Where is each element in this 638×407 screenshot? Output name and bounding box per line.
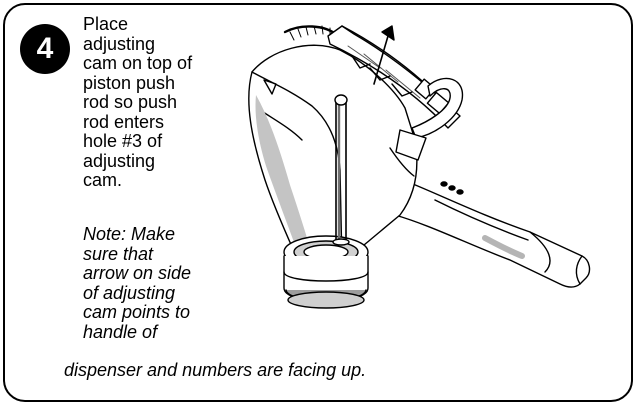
instruction-line: rod enters: [83, 111, 165, 132]
dispenser-body: [248, 25, 418, 266]
dispenser-base: [283, 235, 369, 309]
step-number-badge: 4: [20, 24, 70, 74]
instruction-line: piston push: [83, 72, 176, 93]
piston-push-rod: [332, 94, 350, 246]
note-line: cam points to: [83, 302, 191, 322]
instruction-line: adjusting: [83, 150, 156, 171]
instruction-panel-frame: [3, 3, 633, 402]
note-continuation: dispenser and numbers are facing up.: [64, 360, 367, 380]
note-line: arrow on side: [83, 263, 192, 283]
instruction-line: cam.: [83, 170, 123, 190]
step-instruction: Place adjusting cam on top of piston pus…: [83, 14, 233, 191]
step-note: Note: Make sure that arrow on side of ad…: [83, 224, 233, 342]
note-line: Note: Make: [83, 224, 176, 244]
note-line: handle of: [83, 321, 158, 342]
instruction-line: Place: [83, 14, 129, 34]
note-line: of adjusting: [83, 282, 176, 303]
instruction-line: adjusting: [83, 33, 156, 54]
adjusting-cam: [327, 25, 461, 129]
dispenser-handle: [394, 177, 591, 288]
cam-ring: [389, 77, 464, 177]
instruction-line: hole #3 of: [83, 131, 163, 151]
note-line: sure that: [83, 243, 154, 264]
dispenser-illustration: [248, 25, 591, 309]
instruction-line: rod so push: [83, 92, 178, 112]
up-arrow-icon: [373, 25, 395, 85]
instruction-line: cam on top of: [83, 53, 193, 73]
